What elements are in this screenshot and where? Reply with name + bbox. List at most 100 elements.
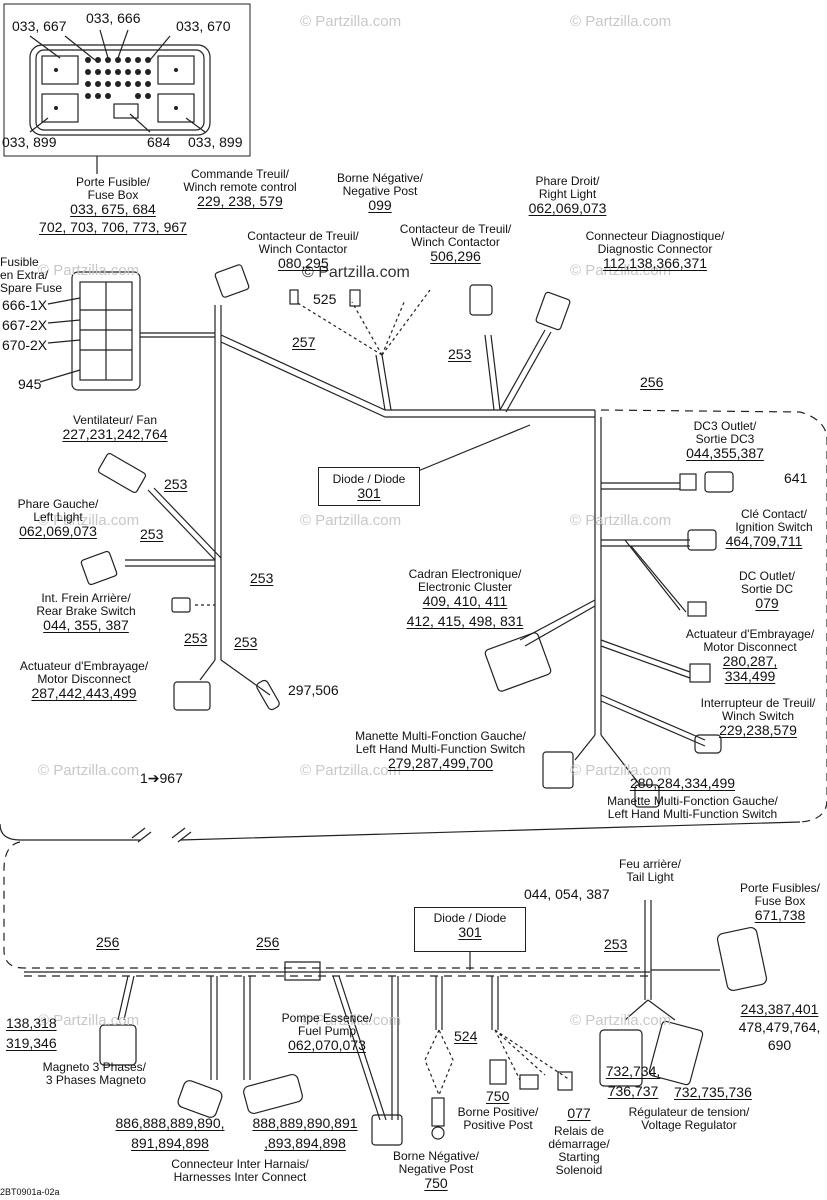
- diode-top-label: Diode / Diode: [332, 472, 406, 486]
- negative-post-bottom-ref: 750: [424, 1175, 448, 1191]
- watermark: © Partzilla.com: [570, 13, 672, 30]
- spare-fuse-label: Fusible en Extra/ Spare Fuse: [0, 256, 62, 295]
- spare-fuse-block-drawing: [39, 271, 141, 391]
- dc-outlet-label: DC Outlet/ Sortie DC 079: [732, 570, 802, 611]
- positive-post-label: Borne Positive/ Positive Post: [448, 1106, 548, 1132]
- fuse-box-refs-2: 702, 703, 706, 773, 967: [39, 219, 187, 235]
- right-light-refs: 062,069,073: [528, 200, 607, 216]
- diag-connector-name-fr: Connecteur Diagnostique/: [585, 229, 725, 243]
- harness-253-g: 253: [604, 936, 628, 952]
- dc3-outlet-name-fr: DC3 Outlet/: [693, 419, 757, 433]
- lh-switch-2-label: 280,284,334,499 Manette Multi-Fonction G…: [590, 776, 795, 821]
- tail-light-name-fr: Feu arrière/: [618, 857, 682, 871]
- motor-disconnect-left-refs: 287,442,443,499: [31, 685, 137, 701]
- watermark: © Partzilla.com: [300, 1012, 402, 1029]
- motor-disconnect-left-label: Actuateur d'Embrayage/ Motor Disconnect …: [4, 660, 164, 701]
- winch-contactor-1-name-en: Winch Contactor: [258, 242, 348, 256]
- left-light-refs: 062,069,073: [19, 523, 97, 539]
- harness-caption: Connecteur Inter Harnais/ Harnesses Inte…: [150, 1158, 330, 1184]
- regulator-name: Régulateur de tension/ Voltage Regulator: [614, 1106, 764, 1132]
- fuse-box-bottom-refs-2: 243,387,401: [740, 1001, 819, 1017]
- dc-outlet-name-en: Sortie DC: [740, 582, 793, 596]
- regulator-name-en: Voltage Regulator: [641, 1118, 737, 1132]
- regulator-refs-1: 732,734,: [605, 1063, 661, 1079]
- solenoid-l2: démarrage/: [548, 1137, 610, 1151]
- motor-disconnect-right-refs-2: 334,499: [724, 668, 776, 684]
- watermark: © Partzilla.com: [38, 512, 140, 529]
- magneto-refs-2: 319,346: [6, 1035, 57, 1051]
- watermark: © Partzilla.com: [300, 762, 402, 779]
- ecu-connector-drawing: [29, 29, 211, 136]
- solenoid-l1: Relais de: [553, 1124, 605, 1138]
- watermark: © Partzilla.com: [570, 762, 672, 779]
- cluster-name-fr: Cadran Electronique/: [408, 567, 522, 581]
- winch-remote-refs: 229, 238, 579: [197, 193, 283, 209]
- ignition-refs: 464,709,711: [725, 533, 803, 549]
- solenoid-l4: Solenoid: [555, 1163, 603, 1177]
- right-light-name-en: Right Light: [538, 187, 597, 201]
- spare-fuse-l2: en Extra/: [0, 268, 49, 282]
- winch-remote-label: Commande Treuil/ Winch remote control 22…: [170, 168, 310, 209]
- cluster-label: Cadran Electronique/ Electronic Cluster …: [390, 568, 540, 629]
- lh-switch-1-name-fr: Manette Multi-Fonction Gauche/: [355, 729, 526, 743]
- winch-contactor-1-label: Contacteur de Treuil/ Winch Contactor 08…: [238, 230, 368, 271]
- rear-brake-name-en: Rear Brake Switch: [36, 604, 136, 618]
- inset-label-top-right: 033, 670: [176, 18, 231, 34]
- watermark: © Partzilla.com: [38, 762, 140, 779]
- regulator-label-a: 732,734, 736,737: [598, 1064, 668, 1099]
- lh-switch-1-name-en: Left Hand Multi-Function Switch: [355, 742, 526, 756]
- negative-post-bottom-label: Borne Négative/ Negative Post 750: [386, 1150, 486, 1191]
- fuse-box-label: Porte Fusible/ Fuse Box 033, 675, 684 70…: [38, 176, 188, 235]
- harness-253-c: 253: [140, 526, 164, 542]
- spare-fuse-ref-1: 666-1X: [2, 297, 48, 313]
- winch-contactor-1-name-fr: Contacteur de Treuil/: [247, 229, 359, 243]
- motor-disconnect-right-refs-1: 280,287,: [722, 653, 778, 669]
- tail-light-label: Feu arrière/ Tail Light: [600, 858, 700, 884]
- inset-label-top-mid: 033, 666: [86, 10, 141, 26]
- spare-fuse-ref-945: 945: [18, 376, 42, 392]
- solenoid-l3: Starting: [558, 1150, 600, 1164]
- negative-post-top-name-fr: Borne Négative/: [336, 171, 424, 185]
- rear-brake-refs: 044, 355, 387: [43, 617, 129, 633]
- harness-253-a: 253: [448, 346, 472, 362]
- harness-conn-1-refs-1: 886,888,889,890,: [115, 1115, 225, 1131]
- winch-contactor-2-name-en: Winch Contactor: [411, 235, 500, 249]
- ref-524: 524: [454, 1028, 478, 1044]
- winch-contactor-2-label: Contacteur de Treuil/ Winch Contactor 50…: [388, 223, 523, 264]
- diode-top-box: Diode / Diode 301: [318, 467, 420, 506]
- motor-disconnect-right-name-fr: Actuateur d'Embrayage/: [685, 627, 815, 641]
- harness-253-f: 253: [234, 634, 258, 650]
- watermark: © Partzilla.com: [300, 512, 402, 529]
- harness-conn-1-label: 886,888,889,890, 891,894,898: [100, 1116, 240, 1151]
- harness-256-lower-a: 256: [96, 934, 120, 950]
- figure-code: 2BT0901a-02a: [0, 1187, 60, 1197]
- fuel-pump-name-en: Fuel Pump: [297, 1024, 357, 1038]
- winch-switch-name-en: Winch Switch: [721, 709, 795, 723]
- center-watermark: © Partzilla.com: [302, 264, 410, 281]
- magneto-name-fr: Magneto 3 Phases/: [42, 1060, 146, 1074]
- lh-switch-1-label: Manette Multi-Fonction Gauche/ Left Hand…: [338, 730, 543, 771]
- ref-750-a: 750: [486, 1088, 510, 1104]
- fuel-pump-name-fr: Pompe Essence/: [281, 1011, 373, 1025]
- rear-brake-label: Int. Frein Arrière/ Rear Brake Switch 04…: [22, 592, 150, 633]
- inset-label-bottom-left: 033, 899: [2, 134, 57, 150]
- watermark: © Partzilla.com: [38, 1012, 140, 1029]
- negative-post-bottom-name-fr: Borne Négative/: [392, 1149, 480, 1163]
- watermark: © Partzilla.com: [570, 1012, 672, 1029]
- positive-post-name-fr: Borne Positive/: [457, 1105, 539, 1119]
- winch-switch-label: Interrupteur de Treuil/ Winch Switch 229…: [690, 697, 826, 738]
- negative-post-top-name-en: Negative Post: [342, 184, 418, 198]
- negative-post-top-label: Borne Négative/ Negative Post 099: [325, 172, 435, 213]
- solenoid-ref: 077: [567, 1105, 591, 1121]
- upper-connectors: [80, 264, 734, 808]
- magneto-refs-1: 138,318: [6, 1015, 57, 1031]
- inset-label-bottom-mid: 684: [147, 134, 171, 150]
- regulator-refs-3: 732,735,736: [674, 1084, 752, 1100]
- fuse-box-bottom-refs: 671,738: [754, 907, 806, 923]
- harness-conn-1-refs-2: 891,894,898: [131, 1135, 209, 1151]
- dc-outlet-ref: 079: [755, 595, 779, 611]
- cluster-refs-1: 409, 410, 411: [422, 593, 508, 609]
- diode-bottom-box: Diode / Diode 301: [414, 907, 526, 952]
- fuel-pump-refs: 062,070,073: [288, 1037, 366, 1053]
- magneto-label: 138,318 319,346 Magneto 3 Phases/ 3 Phas…: [6, 1016, 146, 1087]
